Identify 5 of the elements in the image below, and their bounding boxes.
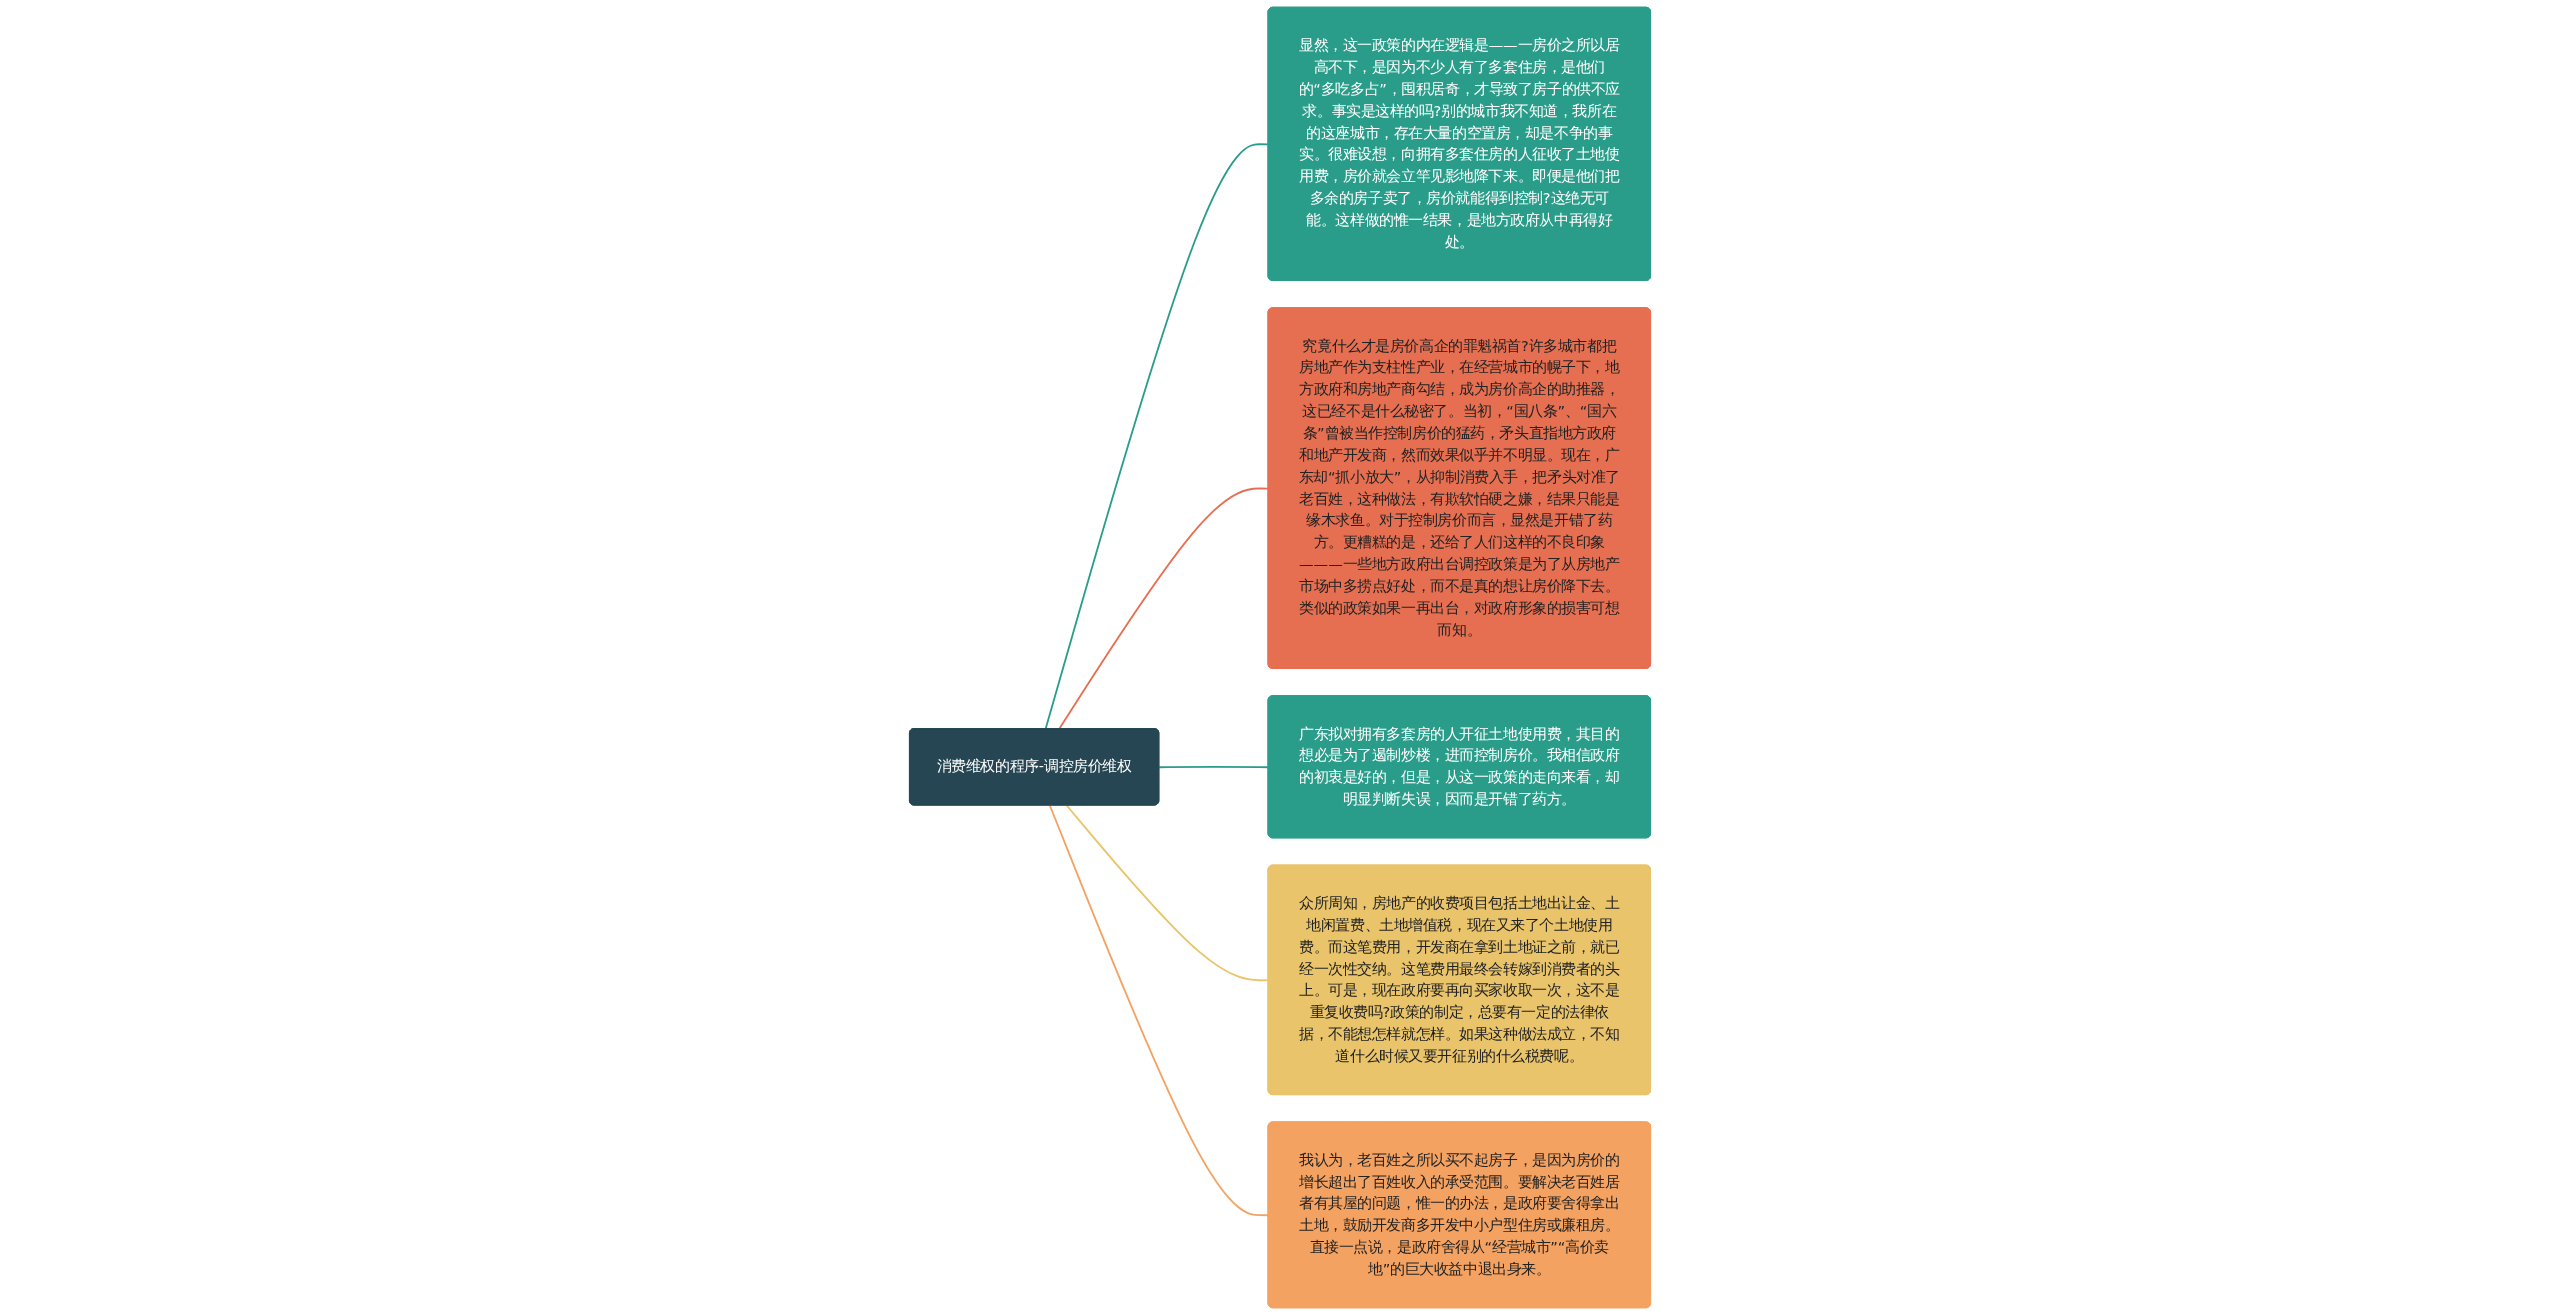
connector bbox=[1065, 804, 1270, 982]
connector bbox=[1048, 804, 1270, 1217]
connector bbox=[1044, 143, 1270, 730]
connector bbox=[1058, 487, 1270, 730]
connector bbox=[1158, 766, 1270, 769]
